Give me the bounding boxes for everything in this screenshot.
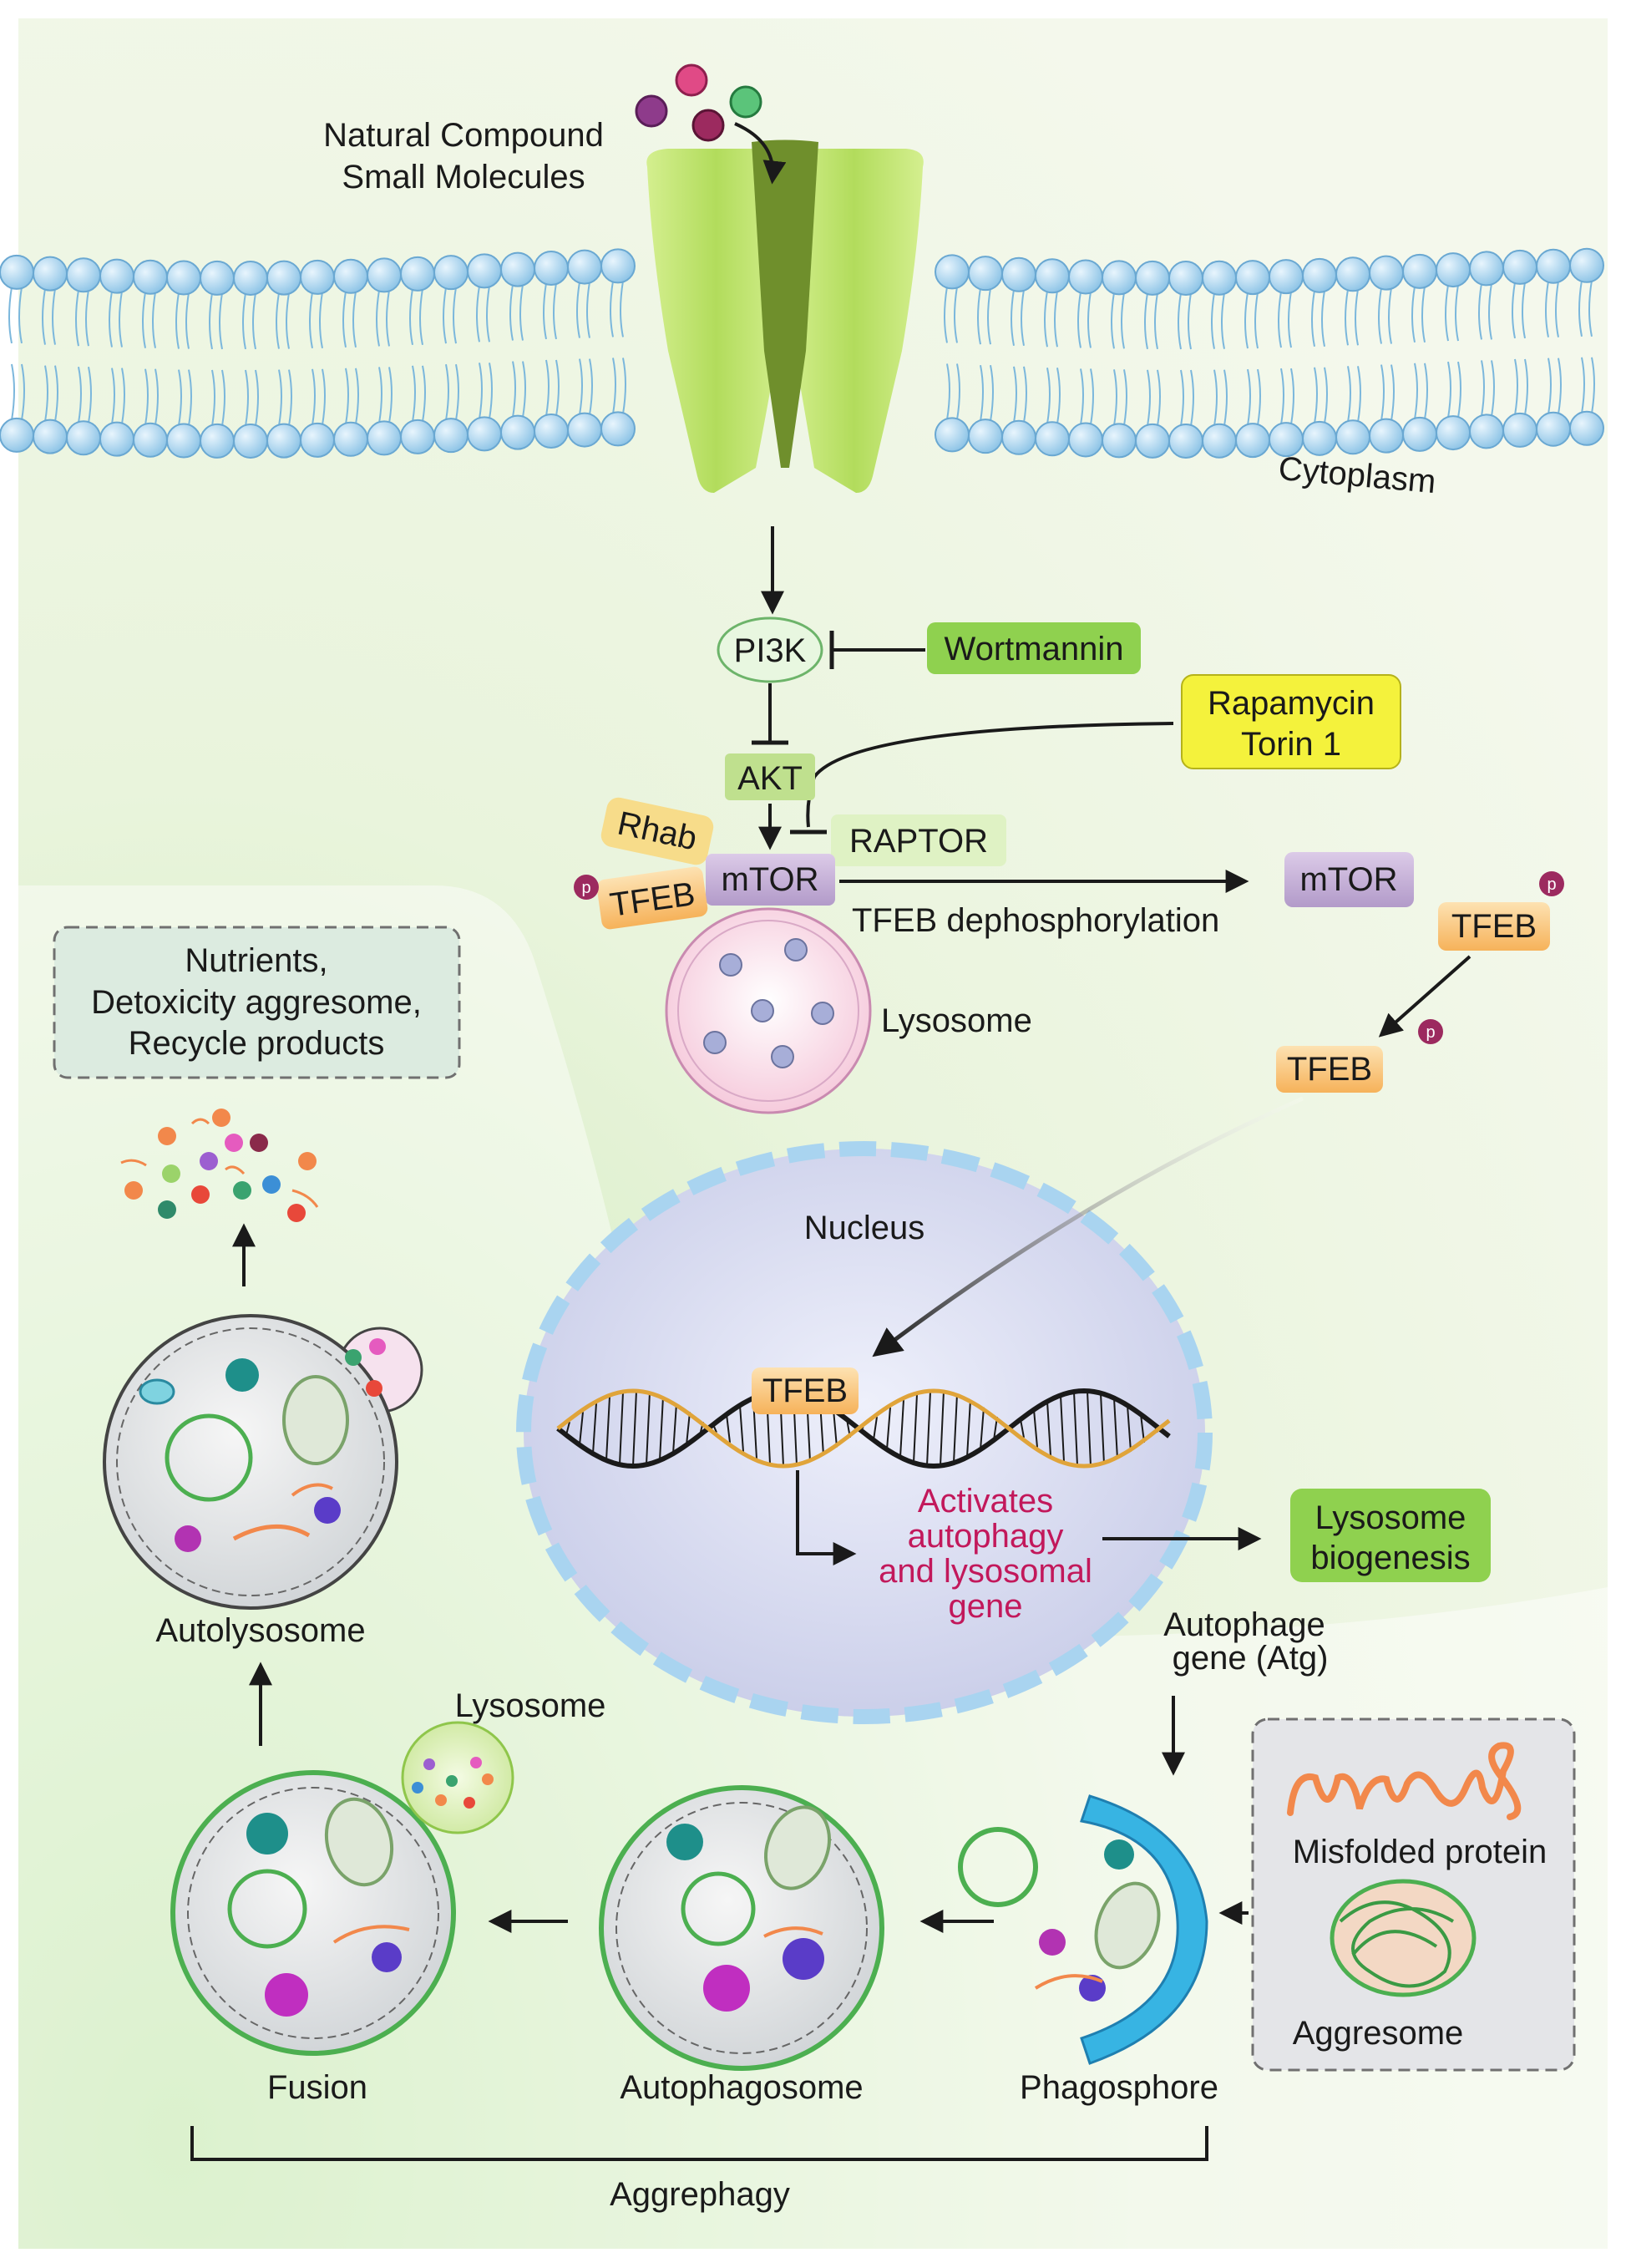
raptor-label: RAPTOR [849,823,988,860]
aggresome-label: Aggresome [1293,2015,1464,2052]
tfeb-box-lysosome [596,866,708,930]
nutrients-line-2: Detoxicity aggresome, [91,984,422,1021]
tfeb-label-free: TFEB [1451,908,1537,945]
tfeb-label-cytosol: TFEB [1287,1051,1372,1088]
activates-line-2: autophagy [908,1518,1064,1555]
small-molecules-label: Small Molecules [342,159,585,195]
lysosome-biogenesis-box [1290,1489,1491,1582]
activates-line-4: gene [949,1588,1023,1625]
lysosome-biogenesis-line-2: biogenesis [1310,1540,1470,1576]
natural-compound-molecules [635,63,787,185]
mtor-box-lysosome [706,854,835,906]
mtor-label-free: mTOR [1299,861,1397,898]
lysosome-label: Lysosome [881,1002,1032,1039]
wortmannin-box [927,622,1141,674]
arrow-tfeb-into-nucleus [872,1096,1304,1357]
autolysosome-organelle [103,1314,423,1610]
pi3k-label: PI3K [734,632,807,669]
autophage-gene-line-2: gene (Atg) [1173,1640,1329,1677]
natural-compound-label: Natural Compound [323,117,604,154]
raptor-box [831,814,1006,866]
fusion-label: Fusion [267,2069,367,2106]
autophagosome-organelle [599,1785,884,2071]
nucleus-label: Nucleus [804,1210,925,1246]
phagosphore-label: Phagosphore [1020,2069,1218,2106]
lysosome-organelle [665,907,872,1114]
mtor-box-free [1284,852,1414,907]
rapamycin-label: Rapamycin [1208,685,1375,722]
phosphate-label-free: p [1547,875,1556,894]
recycle-products-particles [120,1109,319,1222]
torin-label: Torin 1 [1241,726,1341,763]
arrow-tfeb-to-tfeb [1378,955,1472,1038]
tfeb-box-dna [752,1367,859,1414]
aggrephagy-label: Aggrephagy [610,2176,790,2213]
akt-box [725,753,815,800]
phosphate-badge-lysosome [574,875,599,900]
tfeb-label-dna: TFEB [762,1372,848,1409]
misfolded-protein-label: Misfolded protein [1293,1834,1547,1870]
fusion-organelle [170,1770,456,2056]
phosphate-label-cytosol: p [1426,1023,1435,1042]
tfeb-box-free [1438,902,1550,951]
phosphate-badge-cytosol [1418,1019,1443,1044]
small-lysosome-label: Lysosome [455,1687,606,1724]
wortmannin-label: Wortmannin [945,631,1124,667]
mtor-label-lysosome: mTOR [721,861,818,898]
aggresome-icon [1330,1879,1477,1997]
autophage-gene-line-1: Autophage [1163,1606,1325,1643]
rapamycin-box [1181,674,1401,769]
nutrients-line-1: Nutrients, [185,942,327,979]
phosphate-badge-free [1539,871,1564,896]
autophagosome-label: Autophagosome [620,2069,863,2106]
phagosphore-organelle [958,1794,1208,2065]
misfolded-protein-icon [1287,1742,1522,1820]
pi3k-node [717,616,823,683]
activates-line-3: and lysosomal [879,1553,1092,1590]
activates-line-1: Activates [918,1483,1053,1520]
rhab-box [600,797,714,865]
aggrephagy-bracket [190,2126,1208,2161]
lysosome-biogenesis-line-1: Lysosome [1315,1499,1466,1536]
nutrients-box [53,926,461,1079]
tfeb-dephosphorylation-label: TFEB dephosphorylation [852,902,1219,939]
tfeb-box-cytosol [1276,1046,1383,1093]
nutrients-line-3: Recycle products [129,1025,385,1062]
arrow-activates-gene [796,1470,857,1565]
phosphate-label-lysosome: p [581,879,590,897]
cell-membrane [0,247,1604,459]
membrane-channel [646,140,924,493]
autolysosome-label: Autolysosome [155,1612,365,1649]
akt-label: AKT [737,760,803,797]
small-lysosome-organelle [401,1721,514,1834]
